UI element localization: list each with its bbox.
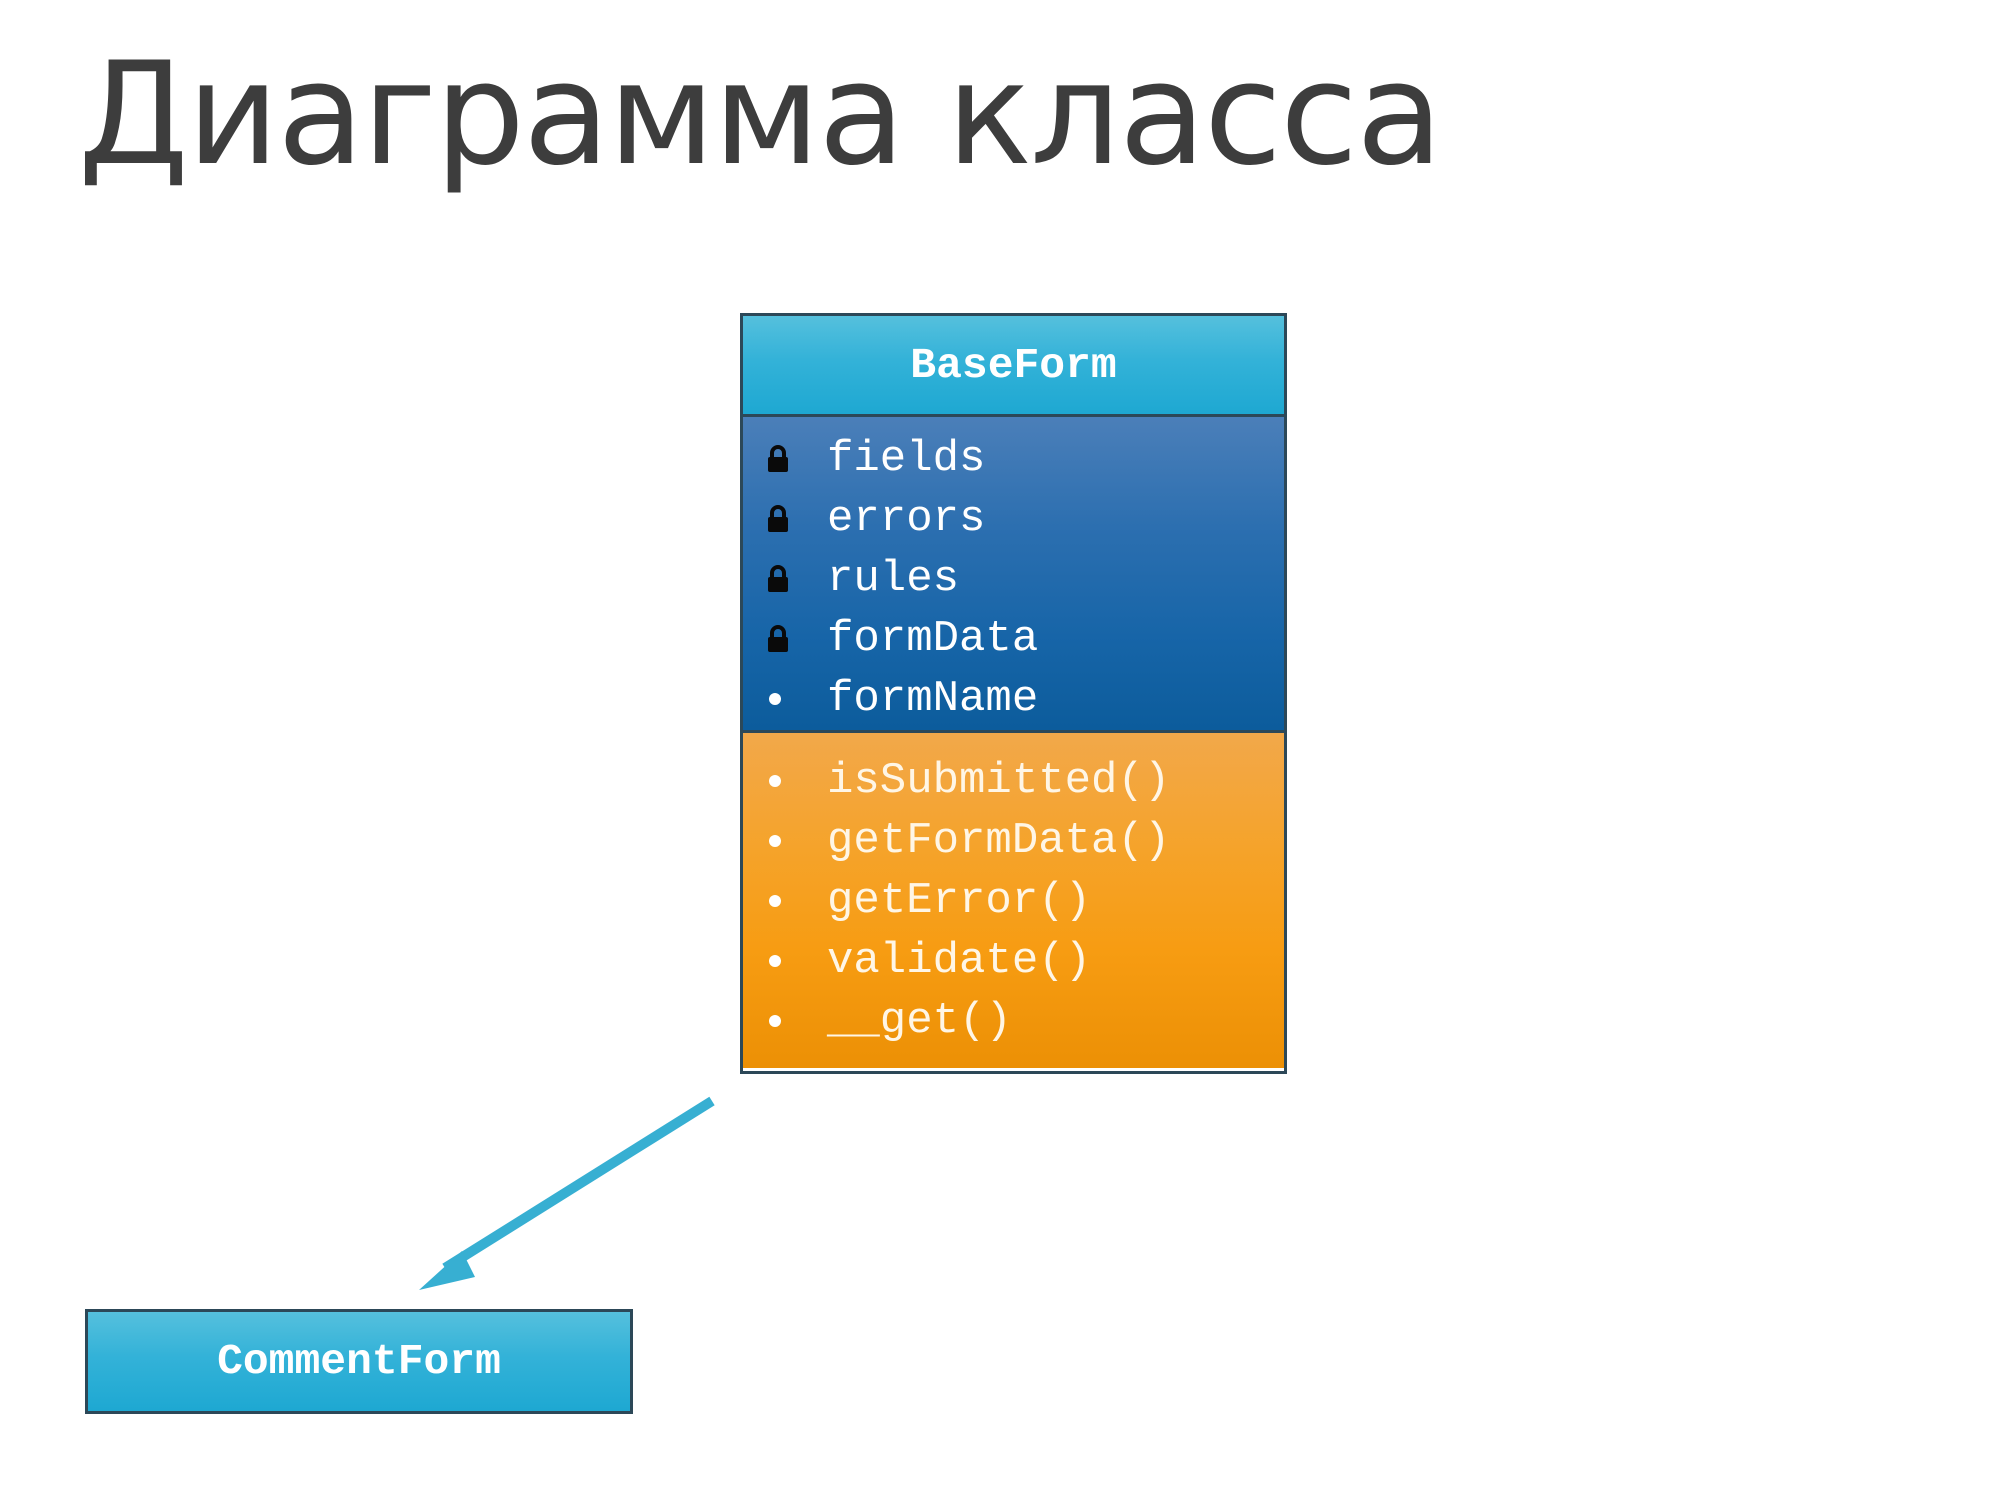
attribute-row: fields (743, 429, 1284, 489)
method-name: validate() (827, 936, 1092, 986)
attributes-section: fields errors rules formData formName (743, 417, 1284, 733)
lock-icon (743, 505, 827, 533)
attribute-row: rules (743, 549, 1284, 609)
comment-form-class-box[interactable]: CommentForm (85, 1309, 633, 1414)
attribute-row: formData (743, 609, 1284, 669)
bullet-icon (743, 693, 827, 705)
method-name: isSubmitted() (827, 756, 1171, 806)
bullet-icon (743, 1015, 827, 1027)
attribute-name: errors (827, 494, 986, 544)
bullet-icon (743, 895, 827, 907)
arrow-shaft (442, 1096, 715, 1273)
slide-title: Диаграмма класса (78, 32, 1443, 197)
attribute-name: rules (827, 554, 960, 604)
methods-section: isSubmitted() getFormData() getError() v… (743, 733, 1284, 1068)
attribute-name: formName (827, 674, 1039, 724)
bullet-icon (743, 775, 827, 787)
method-row: getFormData() (743, 811, 1284, 871)
attribute-row: errors (743, 489, 1284, 549)
method-row: validate() (743, 931, 1284, 991)
base-form-class-box[interactable]: BaseForm fields errors rules formData (740, 313, 1287, 1074)
attribute-name: formData (827, 614, 1039, 664)
method-row: __get() (743, 991, 1284, 1051)
class-name: CommentForm (88, 1312, 630, 1411)
class-name: BaseForm (743, 316, 1284, 417)
lock-icon (743, 565, 827, 593)
method-name: getError() (827, 876, 1092, 926)
lock-icon (743, 625, 827, 653)
lock-icon (743, 445, 827, 473)
bullet-icon (743, 955, 827, 967)
arrow-head (419, 1251, 475, 1290)
method-name: __get() (827, 996, 1012, 1046)
method-row: getError() (743, 871, 1284, 931)
method-row: isSubmitted() (743, 751, 1284, 811)
attribute-name: fields (827, 434, 986, 484)
bullet-icon (743, 835, 827, 847)
attribute-row: formName (743, 669, 1284, 729)
method-name: getFormData() (827, 816, 1171, 866)
